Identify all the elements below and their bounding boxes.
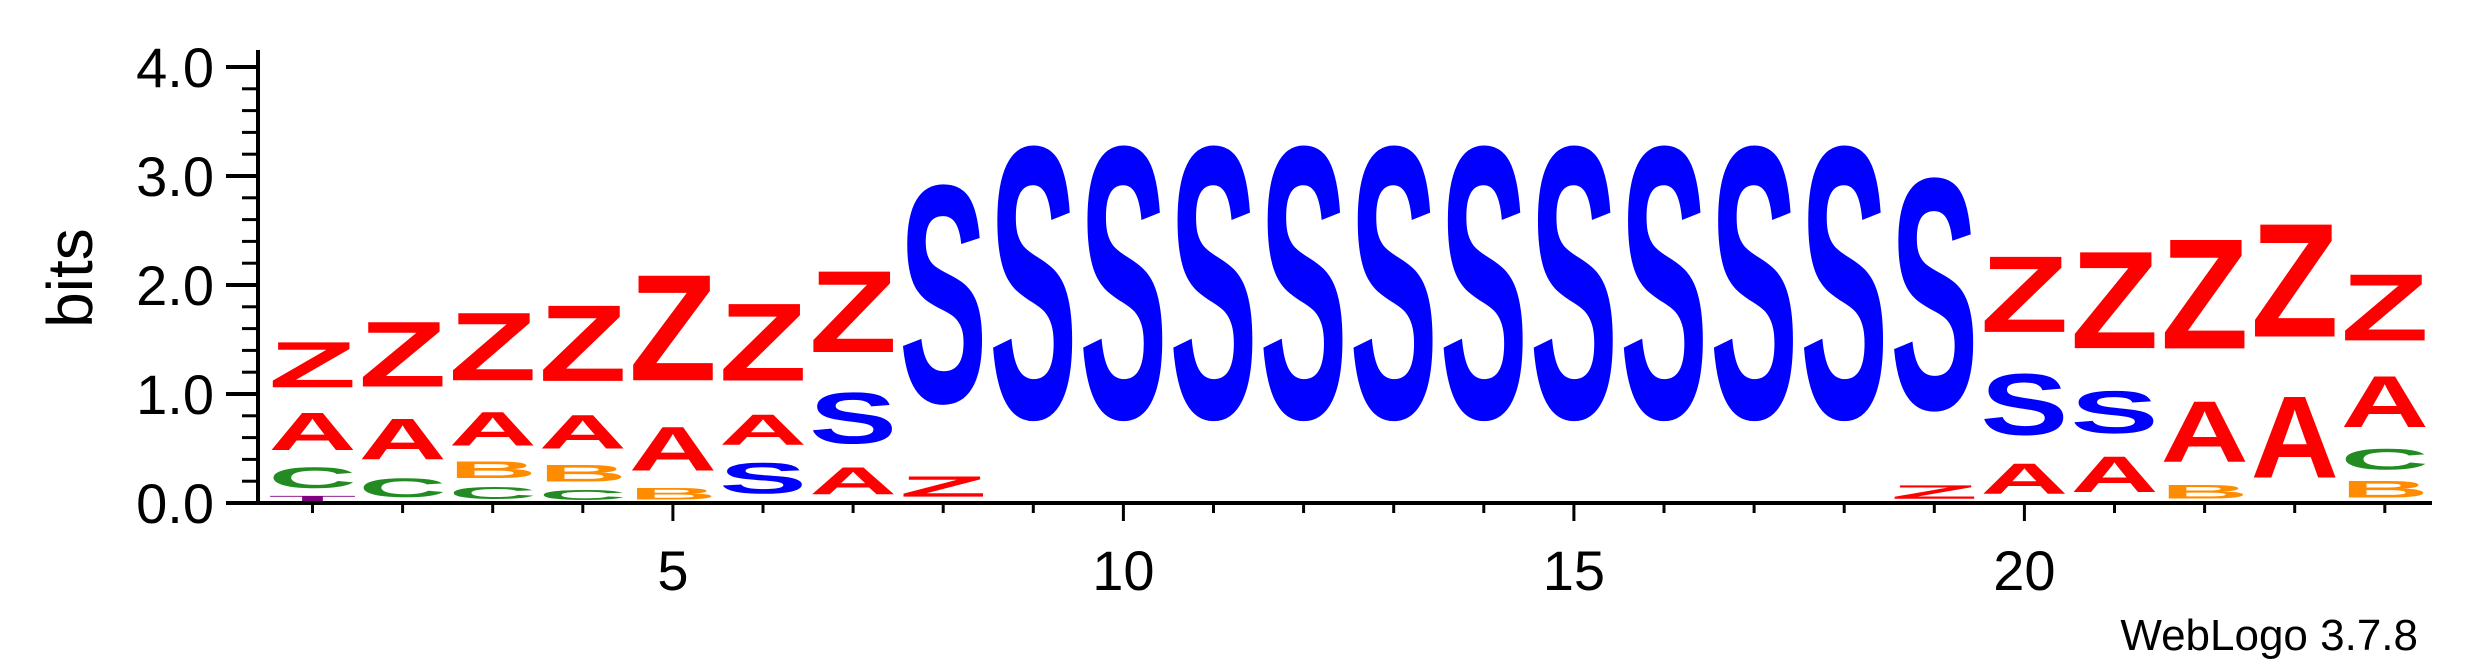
- logo-letter: A: [539, 405, 627, 460]
- logo-column-6: SAZ: [719, 281, 807, 502]
- logo-letter: A: [2071, 446, 2159, 502]
- logo-letter: Z: [1890, 481, 1978, 503]
- logo-letter: B: [629, 485, 717, 503]
- logo-letter: A: [2161, 384, 2249, 481]
- weblogo-credit: WebLogo 3.7.8: [2120, 611, 2418, 660]
- logo-column-2: CAZ: [359, 302, 447, 503]
- logo-letter: Z: [719, 281, 807, 404]
- logo-letter: S: [1800, 65, 1888, 500]
- logo-letter: B: [449, 456, 537, 483]
- logo-column-15: S: [1530, 65, 1618, 500]
- logo-column-22: BAZ: [2161, 205, 2249, 503]
- logo-column-7: ASZ: [809, 246, 897, 503]
- logo-letter: A: [2251, 373, 2339, 503]
- logo-letter: S: [719, 454, 807, 503]
- axes: [256, 50, 2432, 505]
- logo-letter: C: [2341, 443, 2429, 476]
- y-axis-ticks: 0.0 1.0 2.0 3.0 4.0: [136, 36, 258, 535]
- logo-letter: B: [539, 459, 627, 486]
- logo-letter: A: [809, 460, 897, 503]
- logo-column-20: ASZ: [1980, 234, 2068, 503]
- logo-column-5: BAZ: [629, 244, 717, 503]
- logo-letter: Z: [1980, 234, 2068, 356]
- logo-letter: S: [809, 377, 897, 459]
- y-tick-label: 0.0: [136, 472, 214, 535]
- logo-column-18: S: [1800, 65, 1888, 500]
- logo-letter: Z: [539, 283, 627, 405]
- logo-column-19: ZS: [1890, 110, 1978, 503]
- x-axis-ticks: 5 10 15 20: [311, 503, 2387, 602]
- logo-letter: S: [2071, 378, 2159, 446]
- logo-letter: S: [989, 65, 1077, 500]
- logo-letter: A: [629, 413, 717, 484]
- logo-letter: Z: [359, 302, 447, 407]
- logo-column-17: S: [1710, 65, 1798, 500]
- logo-letter: Z: [2161, 205, 2249, 381]
- logo-letter: C: [539, 487, 627, 503]
- logo-column-12: S: [1260, 65, 1348, 500]
- x-tick-label: 10: [1092, 539, 1154, 602]
- logo-letter: Z: [2071, 223, 2159, 378]
- logo-letter: C: [359, 472, 447, 503]
- logo-letter: A: [269, 401, 357, 461]
- x-tick-label: 20: [1993, 539, 2055, 602]
- logo-letter: S: [1170, 65, 1258, 500]
- logo-letter: Z: [629, 244, 717, 413]
- logo-letter: S: [1440, 65, 1528, 500]
- x-tick-label: 5: [657, 539, 688, 602]
- y-tick-label: 2.0: [136, 254, 214, 317]
- logo-column-8: ZS: [899, 121, 987, 504]
- logo-letter: A: [2341, 362, 2429, 443]
- logo-letter: A: [449, 401, 537, 456]
- logo-column-9: S: [989, 65, 1077, 500]
- logo-letter: S: [1530, 65, 1618, 500]
- logo-letter: S: [1260, 65, 1348, 500]
- logo-letter: Z: [449, 293, 537, 401]
- logo-letter: S: [899, 121, 987, 469]
- logo-letter: B: [2341, 475, 2429, 502]
- y-tick-label: 3.0: [136, 145, 214, 208]
- logo-column-10: S: [1079, 65, 1167, 500]
- logo-column-11: S: [1170, 65, 1258, 500]
- logo-column-16: S: [1620, 65, 1708, 500]
- logo-letter: B: [2161, 481, 2249, 503]
- y-tick-label: 1.0: [136, 363, 214, 426]
- logo-letter: T: [269, 494, 357, 503]
- logo-column-21: ASZ: [2071, 223, 2159, 502]
- logo-letter: S: [1350, 65, 1438, 500]
- logo-letter: A: [719, 405, 807, 454]
- logo-letter: S: [1620, 65, 1708, 500]
- logo-letter: C: [449, 483, 537, 503]
- logo-letter: A: [359, 408, 447, 473]
- logo-letter: S: [1710, 65, 1798, 500]
- logo-letter: Z: [809, 246, 897, 377]
- logo-letter: S: [1980, 356, 2068, 454]
- logo-letter: S: [1890, 110, 1978, 479]
- x-tick-label: 15: [1543, 539, 1605, 602]
- logo-letter: Z: [269, 328, 357, 401]
- y-axis-label: bits: [34, 228, 106, 328]
- logo-column-14: S: [1440, 65, 1528, 500]
- logo-letter: Z: [2341, 254, 2429, 361]
- logo-letter: Z: [899, 470, 987, 503]
- logo-letter: A: [1980, 454, 2068, 503]
- logo-column-23: AZ: [2251, 189, 2339, 502]
- logo-letter: C: [269, 461, 357, 494]
- logo-letter: Z: [2251, 189, 2339, 371]
- logo-column-13: S: [1350, 65, 1438, 500]
- logo-letter: S: [1079, 65, 1167, 500]
- y-tick-label: 4.0: [136, 36, 214, 99]
